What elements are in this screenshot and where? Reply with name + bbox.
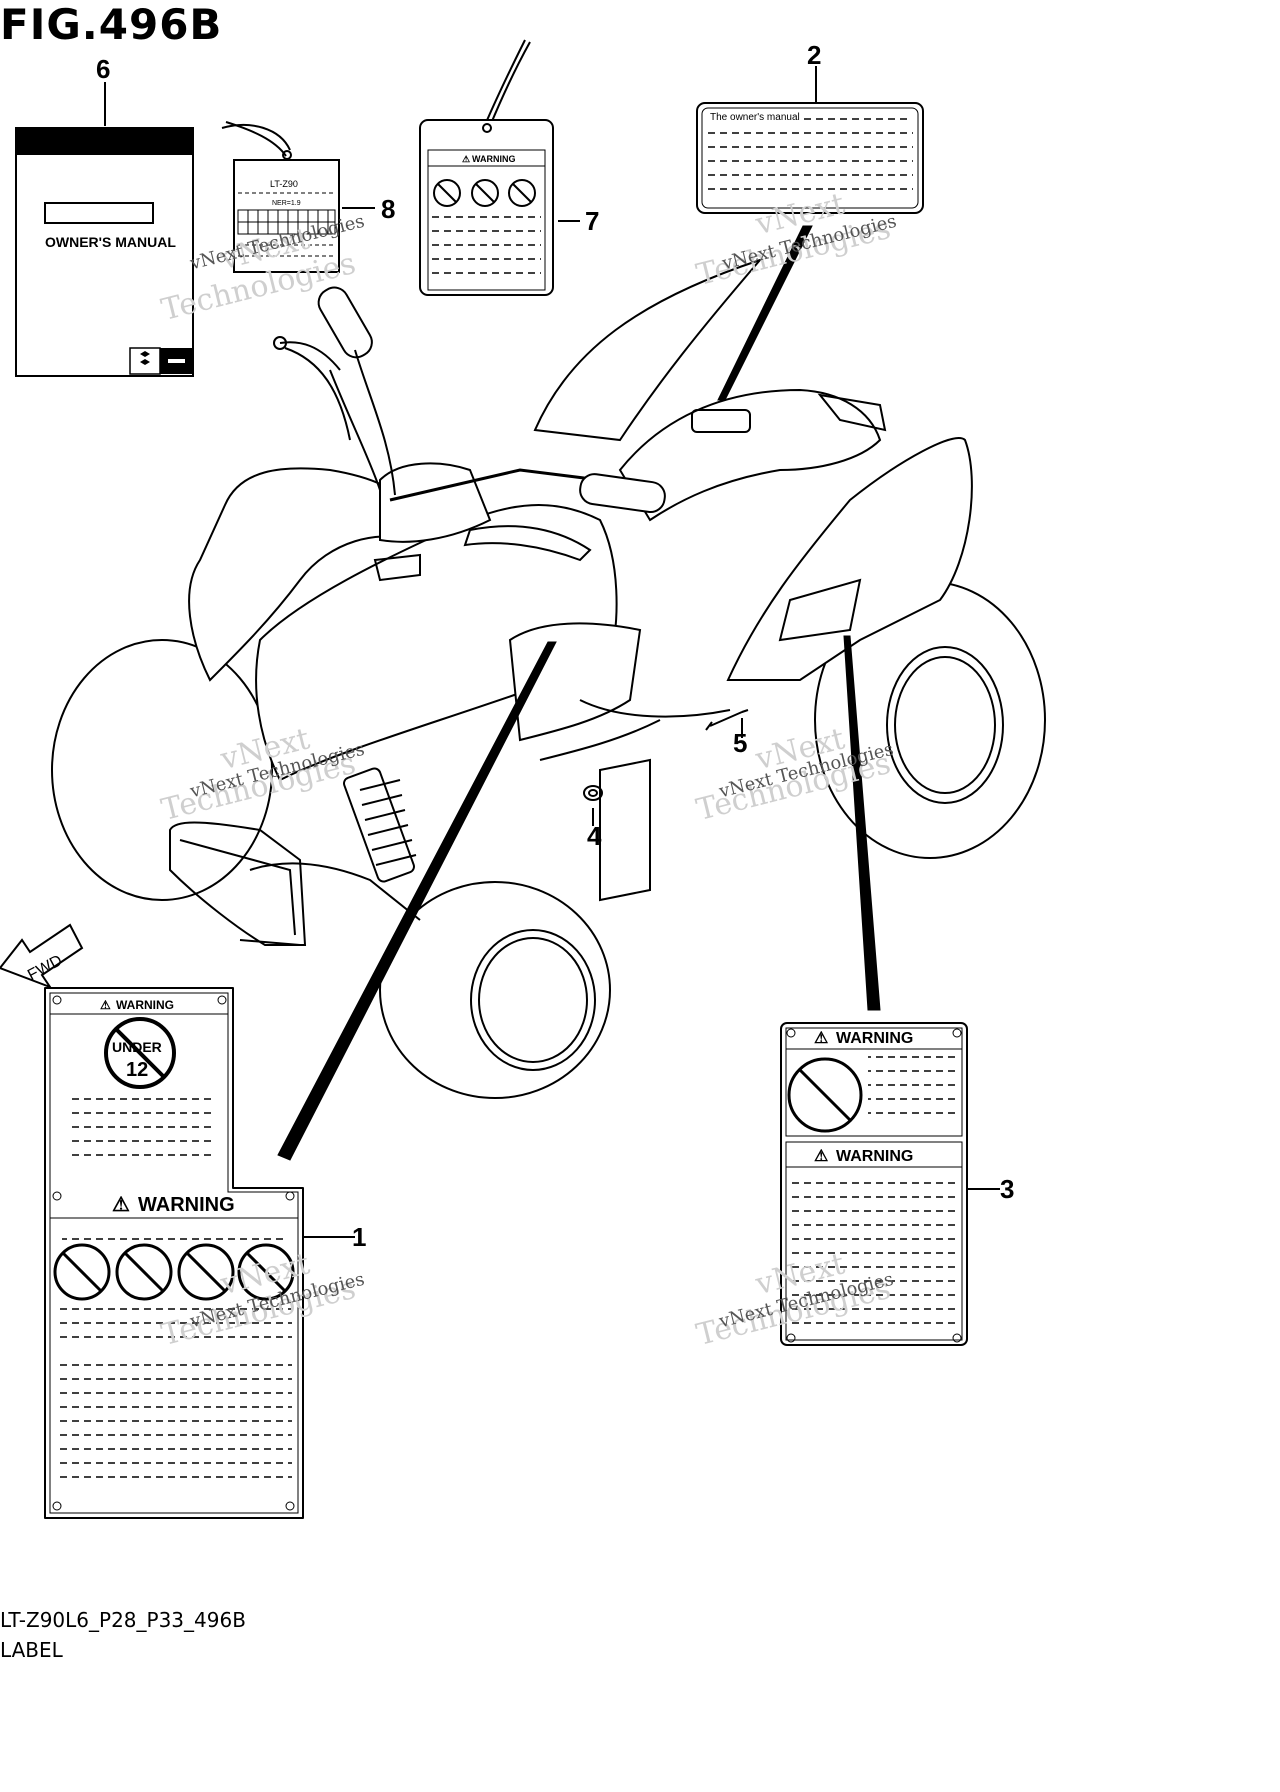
- callout-2: 2: [807, 40, 821, 70]
- label1-icon-2: [115, 1243, 173, 1301]
- hangtag-icon-2: [471, 179, 499, 207]
- label1-icon-3: [177, 1243, 235, 1301]
- label1-top-warning: WARNING: [116, 998, 174, 1012]
- label3-top-warning: WARNING: [836, 1030, 913, 1047]
- manual-label-heading: The owner's manual: [710, 112, 800, 123]
- callout-1: 1: [352, 1222, 366, 1252]
- callout-8: 8: [381, 194, 395, 224]
- figure-title: FIG.496B: [0, 0, 223, 49]
- tag-spec: NER=1.9: [272, 200, 301, 207]
- section-name: LABEL: [0, 1638, 63, 1662]
- callout-numbers: 6 2 8 7 5 4 1 3: [96, 40, 1014, 1252]
- svg-text:⚠: ⚠: [100, 998, 111, 1012]
- callout-7: 7: [585, 206, 599, 236]
- label1-icon-1: [53, 1243, 111, 1301]
- warning-label-1: ⚠ WARNING UNDER 12 ⚠ WARNING: [44, 987, 304, 1519]
- model-tag-8: LT-Z90 NER=1.9: [221, 121, 340, 273]
- callout-4: 4: [587, 821, 602, 851]
- part-5-pin: [705, 709, 749, 731]
- forward-arrow: FWD: [0, 923, 84, 990]
- front-shock: [343, 767, 417, 883]
- label3-bottom-warning: WARNING: [836, 1148, 913, 1165]
- front-right-wheel: [379, 881, 611, 1099]
- manual-cover-title: OWNER'S MANUAL: [45, 234, 176, 250]
- hangtag-icon-1: [433, 179, 461, 207]
- under12-icon: [104, 1017, 176, 1089]
- svg-text:⚠: ⚠: [462, 154, 470, 164]
- leader-lines: [104, 66, 1000, 1238]
- svg-text:⚠: ⚠: [814, 1030, 828, 1047]
- callout-6: 6: [96, 54, 110, 84]
- svg-text:⚠: ⚠: [814, 1148, 828, 1165]
- manual-label-2: The owner's manual: [696, 102, 924, 214]
- rear-fender: [726, 437, 973, 681]
- diagram-code: LT-Z90L6_P28_P33_496B: [0, 1608, 246, 1632]
- label1-icon-4: [237, 1243, 295, 1301]
- callout-5: 5: [733, 728, 747, 758]
- under12-line2: 12: [126, 1059, 148, 1081]
- label3-icon: [787, 1057, 863, 1133]
- warning-hangtag-7: ⚠ WARNING: [419, 39, 554, 296]
- svg-text:⚠: ⚠: [112, 1194, 130, 1216]
- owners-manual-book: OWNER'S MANUAL: [15, 127, 194, 377]
- warning-label-3: ⚠ WARNING ⚠ WARNING: [780, 1022, 968, 1346]
- tag-model: LT-Z90: [270, 179, 298, 189]
- callout-3: 3: [1000, 1174, 1014, 1204]
- seat: [618, 388, 882, 522]
- part-4-clip: [583, 785, 603, 801]
- front-bumper: [169, 821, 307, 946]
- hangtag-icon-3: [508, 179, 536, 207]
- front-fender: [188, 467, 413, 682]
- under12-line1: UNDER: [112, 1039, 162, 1055]
- atv-illustration: [51, 257, 1046, 1099]
- front-left-wheel: [51, 639, 273, 901]
- hangtag-warning-heading: WARNING: [472, 154, 516, 164]
- label1-bottom-warning: WARNING: [138, 1194, 235, 1216]
